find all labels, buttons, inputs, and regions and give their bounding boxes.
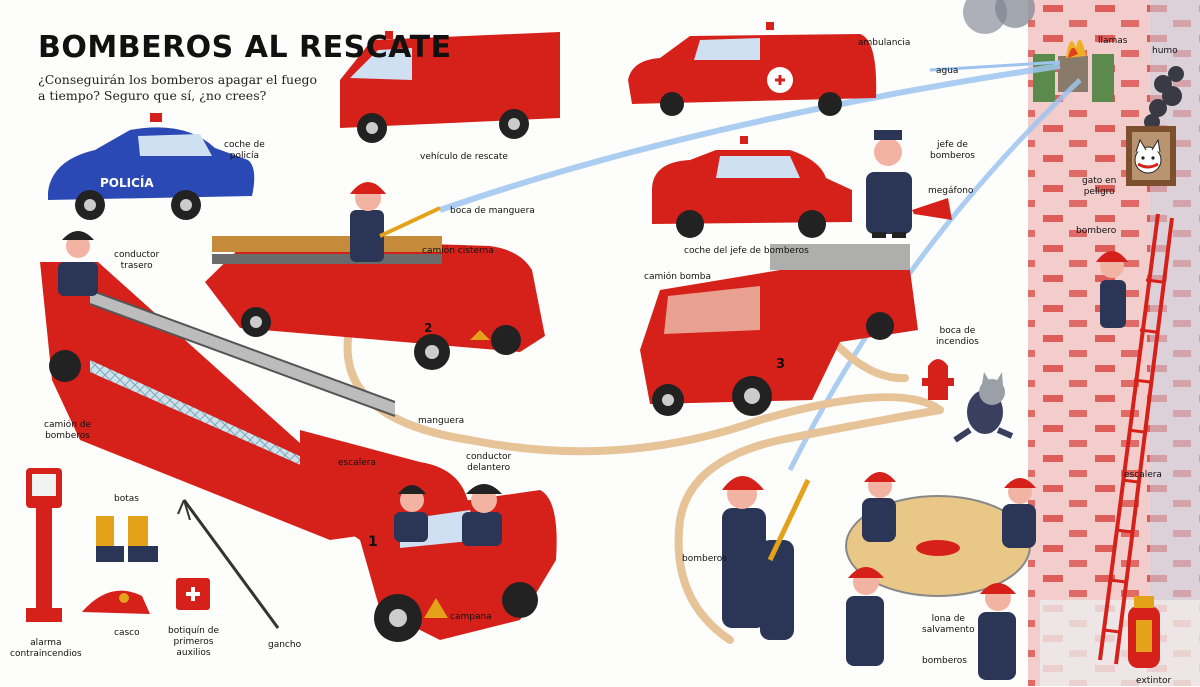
label-conductor-delantero: conductor delantero <box>466 452 512 473</box>
helmet-icon <box>82 590 150 614</box>
fire-hydrant-icon <box>922 359 954 400</box>
label-coche-policia: coche de policía <box>224 140 265 161</box>
truck-number-3: 3 <box>776 357 785 372</box>
hose-firefighters <box>722 476 811 640</box>
rescue-vehicle <box>340 31 560 143</box>
label-ambulancia: ambulancia <box>858 38 911 48</box>
net-firefighters <box>846 472 1036 680</box>
label-extintor: extintor <box>1136 676 1172 686</box>
label-bomberos-1: bomberos <box>682 554 727 564</box>
truck-number-2: 2 <box>424 321 432 335</box>
label-boca-manguera: boca de manguera <box>450 206 535 216</box>
fire-chief-car <box>652 136 852 238</box>
fire-chief <box>866 130 912 238</box>
label-conductor-trasero: conductor trasero <box>114 250 160 271</box>
label-lona: lona de salvamento <box>922 614 975 635</box>
boots-icon <box>96 516 158 562</box>
ladder-firefighter <box>1096 251 1128 328</box>
label-bomberos-2: bomberos <box>922 656 967 666</box>
label-campana: campana <box>450 612 492 622</box>
pumper-truck <box>640 244 918 416</box>
hook-icon <box>177 499 280 629</box>
megaphone-icon <box>912 198 952 220</box>
intro-text: ¿Conseguirán los bomberos apagar el fueg… <box>38 72 318 103</box>
label-jefe-bomberos: jefe de bomberos <box>930 140 975 161</box>
label-botas: botas <box>114 494 139 504</box>
cat-icon <box>953 372 1014 443</box>
label-vehiculo-rescate: vehículo de rescate <box>420 152 508 162</box>
label-coche-jefe: coche del jefe de bomberos <box>684 246 809 256</box>
cat-window <box>1126 126 1176 186</box>
label-camion-cisterna: camión cisterna <box>422 246 494 256</box>
police-car-icon <box>48 113 255 220</box>
label-escalera-muro: escalera <box>1124 470 1162 480</box>
label-llamas: llamas <box>1098 36 1128 46</box>
water-streams <box>439 60 1082 472</box>
label-bombero: bombero <box>1076 226 1117 236</box>
label-gato-peligro: gato en peligro <box>1082 176 1117 197</box>
label-camion-bomba: camión bomba <box>644 272 712 282</box>
label-alarma: alarma contraincendios <box>10 638 82 659</box>
label-gancho: gancho <box>268 640 302 650</box>
label-manguera: manguera <box>418 416 465 426</box>
fire-alarm-icon <box>26 468 62 622</box>
ambulance-icon <box>628 22 877 116</box>
front-driver <box>394 484 502 546</box>
police-car-text: POLICÍA <box>100 175 154 190</box>
hose-nozzle-firefighter <box>350 182 441 262</box>
rear-driver <box>58 231 98 296</box>
label-escalera-camion: escalera <box>338 458 376 468</box>
label-camion-bomberos: camión de bomberos <box>44 420 92 441</box>
ladder-icon <box>1098 213 1174 665</box>
page-title: BOMBEROS AL RESCATE <box>38 30 452 65</box>
tanker-truck <box>205 236 545 370</box>
label-humo: humo <box>1152 46 1178 56</box>
label-boca-incendios: boca de incendios <box>936 326 979 347</box>
first-aid-kit-icon <box>176 578 210 610</box>
label-casco: casco <box>114 628 140 638</box>
label-botiquin: botiquín de primeros auxilios <box>168 626 219 658</box>
label-megafono: megáfono <box>928 186 974 196</box>
fire-extinguisher-icon <box>1128 596 1160 668</box>
smoke <box>963 0 1184 130</box>
truck-number-1: 1 <box>368 534 378 550</box>
ladder-truck <box>40 262 557 642</box>
label-agua: agua <box>936 66 959 76</box>
